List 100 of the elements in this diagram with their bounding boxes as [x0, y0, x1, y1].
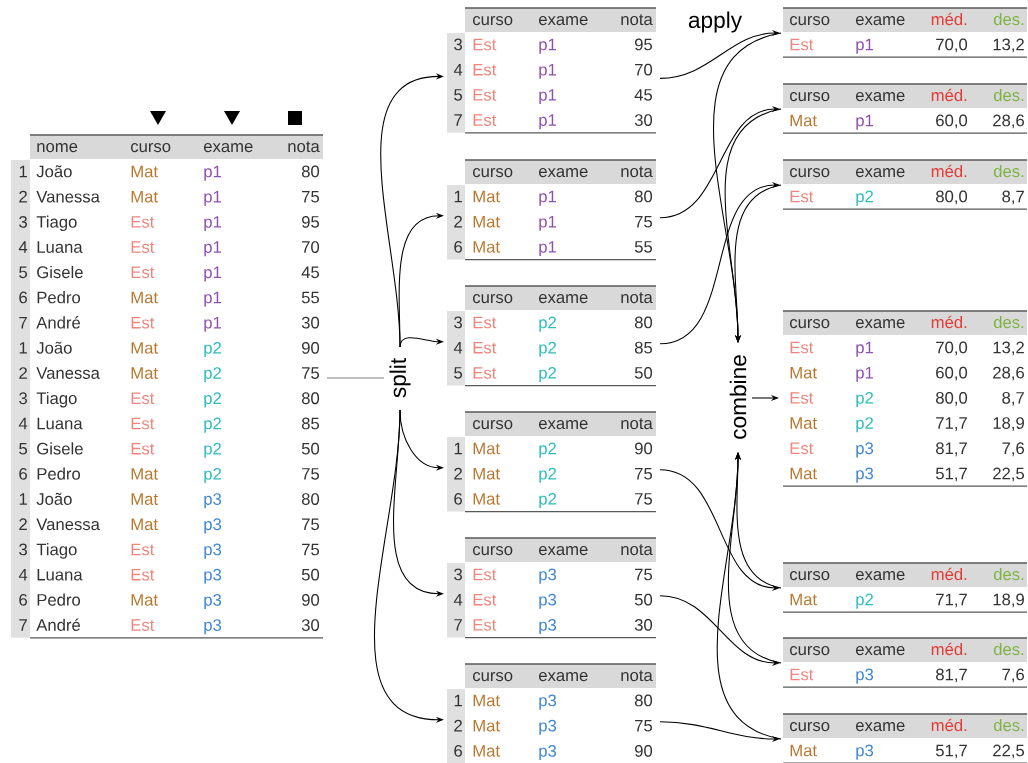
cell-value: p1 — [856, 341, 873, 357]
arrow — [659, 29, 780, 79]
row-index: 7 — [19, 619, 27, 631]
cell-value: Est — [131, 442, 155, 455]
cell-value: Vanessa — [36, 190, 100, 203]
header-label: curso — [790, 571, 830, 581]
cell-value: p2 — [539, 467, 556, 483]
row-index: 1 — [19, 165, 27, 178]
cell-value: Mat — [790, 593, 817, 606]
cell-value: Tiago — [36, 391, 77, 408]
cell-value: 71,7 — [936, 593, 967, 608]
header-label: curso — [790, 319, 830, 329]
cell-value: 81,7 — [936, 668, 967, 683]
cell-value: p3 — [856, 442, 874, 458]
header-label: des. — [993, 315, 1024, 329]
cell-value: Mat — [473, 190, 500, 203]
cell-value: Mat — [131, 493, 158, 505]
cell-value: 75 — [302, 367, 320, 379]
cell-value: Est — [131, 543, 155, 556]
cell-value: Est — [473, 568, 497, 581]
cell-value: 75 — [635, 467, 653, 480]
header-label: des. — [993, 164, 1024, 178]
cell-value: p1 — [204, 241, 221, 257]
cell-value: Mat — [131, 518, 158, 531]
cell-value: Est — [131, 241, 155, 253]
cell-value: p2 — [856, 417, 873, 433]
header-label: exame — [856, 646, 905, 656]
split-label: split — [389, 358, 411, 398]
row-index: 3 — [454, 316, 462, 329]
cell-value: Est — [473, 114, 497, 126]
cell-value: Mat — [131, 342, 158, 354]
row-index: 6 — [19, 291, 27, 304]
cell-value: p1 — [204, 165, 221, 181]
cell-value: Pedro — [37, 291, 81, 304]
cell-value: Est — [790, 38, 814, 51]
cell-value: p2 — [539, 341, 556, 357]
header-label: nota — [621, 292, 653, 304]
header-label: méd. — [931, 567, 967, 581]
row-index: 4 — [453, 63, 463, 76]
data-table — [447, 159, 657, 261]
cell-value: p1 — [539, 190, 556, 206]
row-index: 5 — [454, 89, 463, 101]
cell-value: 28,6 — [993, 366, 1024, 381]
header-label: exame — [539, 672, 588, 682]
cell-value: Gisele — [37, 265, 83, 279]
cell-value: 22,5 — [993, 744, 1025, 759]
cell-value: p2 — [539, 366, 556, 383]
header-label: méd. — [931, 12, 967, 26]
cell-value: Est — [473, 367, 497, 379]
cell-value: Mat — [131, 594, 158, 606]
row-index: 7 — [454, 114, 462, 126]
header-label: exame — [204, 143, 253, 153]
header-label: exame — [539, 16, 588, 26]
cell-value: 75 — [302, 468, 320, 480]
cell-value: p3 — [204, 619, 222, 635]
header-label: méd. — [931, 88, 967, 102]
header-label: exame — [856, 722, 905, 732]
row-index: 7 — [454, 619, 462, 631]
cell-value: 70,0 — [936, 341, 968, 356]
row-index: 4 — [453, 341, 463, 354]
cell-value: Tiago — [36, 215, 77, 232]
header-label: curso — [473, 420, 513, 430]
cell-value: p3 — [539, 593, 557, 609]
cell-value: p2 — [204, 442, 221, 458]
cell-value: Luana — [37, 241, 83, 253]
cell-value: 80 — [301, 165, 320, 178]
cell-value: João — [36, 492, 72, 505]
cell-value: p2 — [856, 391, 873, 408]
cell-value: 18,9 — [993, 593, 1024, 608]
cell-value: p1 — [204, 316, 221, 332]
cell-value: 75 — [635, 568, 653, 581]
header-label: exame — [856, 571, 905, 581]
cell-value: João — [36, 341, 72, 354]
cell-value: p3 — [204, 518, 222, 534]
header-label: curso — [131, 143, 171, 153]
cell-value: p2 — [856, 593, 873, 609]
data-table — [11, 134, 324, 639]
row-index: 6 — [454, 492, 462, 505]
row-index: 2 — [19, 190, 27, 203]
row-index: 6 — [454, 240, 462, 253]
cell-value: 95 — [634, 38, 653, 51]
header-label: méd. — [931, 315, 967, 329]
header-label: des. — [993, 88, 1024, 102]
cell-value: p2 — [204, 417, 221, 433]
header-label: exame — [539, 294, 588, 304]
cell-value: Mat — [473, 241, 500, 253]
cell-value: Est — [473, 38, 497, 51]
cell-value: 18,9 — [993, 417, 1024, 431]
cell-value: p3 — [204, 543, 222, 559]
header-label: exame — [856, 16, 905, 26]
cell-value: Est — [131, 216, 155, 228]
cell-value: Mat — [473, 745, 500, 757]
cell-value: p1 — [539, 63, 556, 79]
data-table — [782, 562, 1028, 613]
cell-value: Mat — [473, 719, 500, 732]
cell-value: Mat — [473, 493, 500, 505]
data-table — [447, 537, 657, 639]
cell-value: 75 — [302, 543, 320, 556]
cell-value: p2 — [856, 190, 873, 206]
cell-value: p1 — [856, 114, 873, 130]
